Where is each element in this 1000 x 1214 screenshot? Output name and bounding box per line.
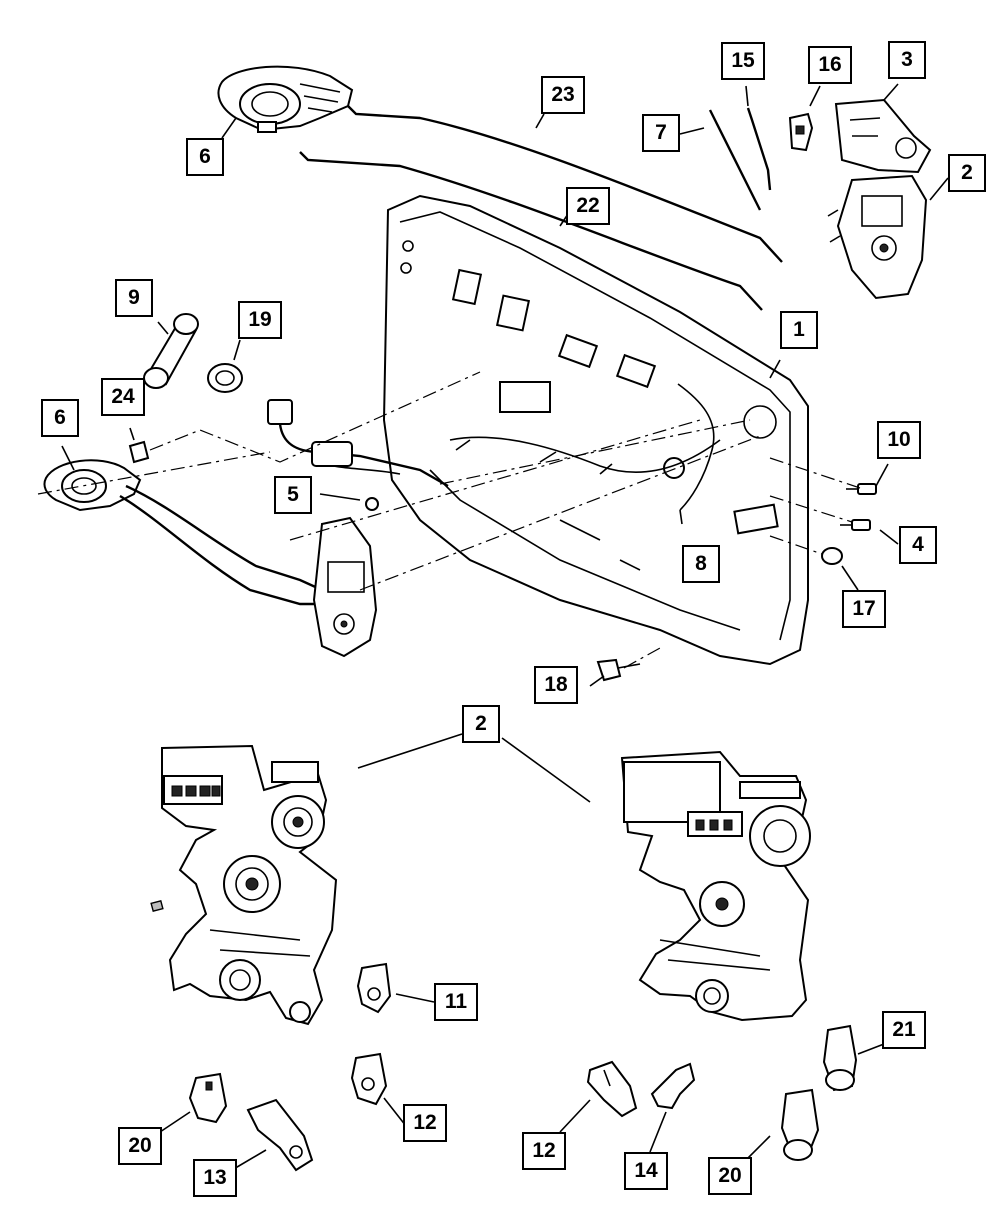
callout-22[interactable]: 22 — [566, 187, 610, 225]
callout-14[interactable]: 14 — [624, 1152, 668, 1190]
latch-on-door — [312, 497, 379, 658]
assembly-lines — [37, 371, 861, 669]
bracket-3 — [834, 98, 932, 174]
callout-23[interactable]: 23 — [541, 76, 585, 114]
latch-2-small — [827, 174, 928, 300]
screw-10 — [846, 483, 877, 495]
rod-15 — [746, 107, 772, 191]
rod-23 — [347, 105, 783, 263]
callout-13[interactable]: 13 — [193, 1159, 237, 1197]
callout-7[interactable]: 7 — [642, 114, 680, 152]
callout-21[interactable]: 21 — [882, 1011, 926, 1049]
callout-6-top[interactable]: 6 — [186, 138, 224, 176]
callout-16[interactable]: 16 — [808, 46, 852, 84]
callout-18[interactable]: 18 — [534, 666, 578, 704]
callout-12-left[interactable]: 12 — [403, 1104, 447, 1142]
clip-20-left — [188, 1072, 228, 1124]
latch-2-right — [620, 750, 811, 1022]
callout-12-right[interactable]: 12 — [522, 1132, 566, 1170]
callout-4[interactable]: 4 — [899, 526, 937, 564]
callout-24[interactable]: 24 — [101, 378, 145, 416]
clip-14 — [650, 1062, 696, 1110]
clip-12-right — [586, 1060, 638, 1118]
callout-6-left[interactable]: 6 — [41, 399, 79, 437]
clip-12-left — [350, 1052, 388, 1106]
inside-handle-left — [43, 459, 323, 606]
callout-11[interactable]: 11 — [434, 983, 478, 1021]
cable-8 — [677, 383, 715, 511]
callout-2-top[interactable]: 2 — [948, 154, 986, 192]
grommet-19 — [207, 363, 243, 393]
latch-2-left — [150, 744, 338, 1026]
clip-21 — [822, 1024, 858, 1092]
callout-20-right[interactable]: 20 — [708, 1157, 752, 1195]
plug-17 — [821, 547, 843, 565]
callout-3[interactable]: 3 — [888, 41, 926, 79]
bolt-18 — [596, 658, 641, 682]
door-inner-panel — [382, 194, 809, 666]
screw-4 — [840, 519, 871, 531]
callout-20-left[interactable]: 20 — [118, 1127, 162, 1165]
leader-lines — [61, 83, 949, 1171]
callout-5[interactable]: 5 — [274, 476, 312, 514]
clip-11 — [356, 962, 392, 1014]
clip-16 — [788, 112, 814, 152]
wiring-harness-5 — [267, 399, 449, 488]
callout-9[interactable]: 9 — [115, 279, 153, 317]
part-9 — [143, 313, 199, 389]
clip-13 — [246, 1098, 314, 1172]
clip-20-right — [780, 1088, 820, 1161]
rod-7 — [708, 109, 762, 211]
callout-17[interactable]: 17 — [842, 590, 886, 628]
callout-8[interactable]: 8 — [682, 545, 720, 583]
callout-1[interactable]: 1 — [780, 311, 818, 349]
clip-24 — [128, 440, 150, 464]
callout-19[interactable]: 19 — [238, 301, 282, 339]
callout-2-bottom[interactable]: 2 — [462, 705, 500, 743]
inside-handle-top — [217, 65, 354, 133]
callout-15[interactable]: 15 — [721, 42, 765, 80]
callout-10[interactable]: 10 — [877, 421, 921, 459]
